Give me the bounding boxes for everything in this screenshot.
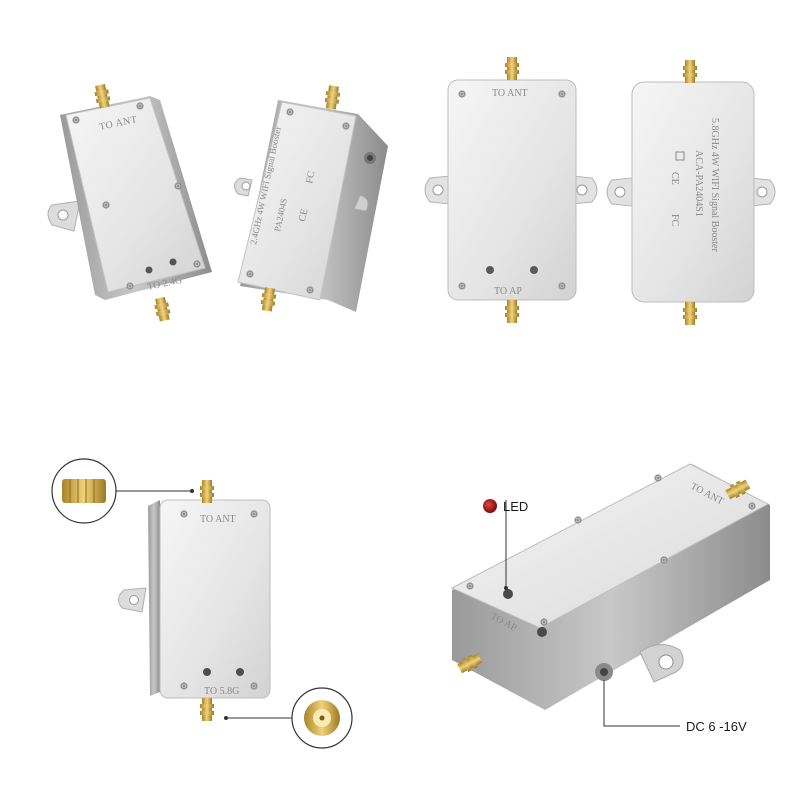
to-ant-label-3: TO ANT [200, 514, 236, 525]
booster-58g-front-flat [424, 57, 598, 323]
led-callout-label: LED [503, 499, 528, 514]
recycle-mark-icon [675, 151, 685, 161]
cert-fc-flat: FC [669, 214, 680, 227]
model-number-58: ACA-PA2404S1 [693, 150, 704, 217]
booster-58g-angled-led-dc [450, 463, 770, 727]
led-indicator-icon [483, 499, 497, 513]
booster-58g-with-callouts [51, 458, 353, 749]
cert-fc-angled: FC [304, 170, 317, 185]
model-title-58: 5.8GHz 4W WIFI Signal Booster [709, 118, 720, 252]
cert-ce-angled: CE [297, 208, 310, 223]
to-ap-label-1: TO AP [494, 286, 522, 297]
cert-ce-flat: CE [669, 172, 680, 185]
booster-2g4-front-angled [47, 83, 212, 322]
to-ant-label-2: TO ANT [492, 88, 528, 99]
booster-2g4-back-angled [234, 85, 388, 312]
to-58g-label: TO 5.8G [204, 686, 239, 697]
dc-callout-label: DC 6 -16V [686, 719, 747, 734]
booster-58g-back-flat [606, 60, 776, 325]
